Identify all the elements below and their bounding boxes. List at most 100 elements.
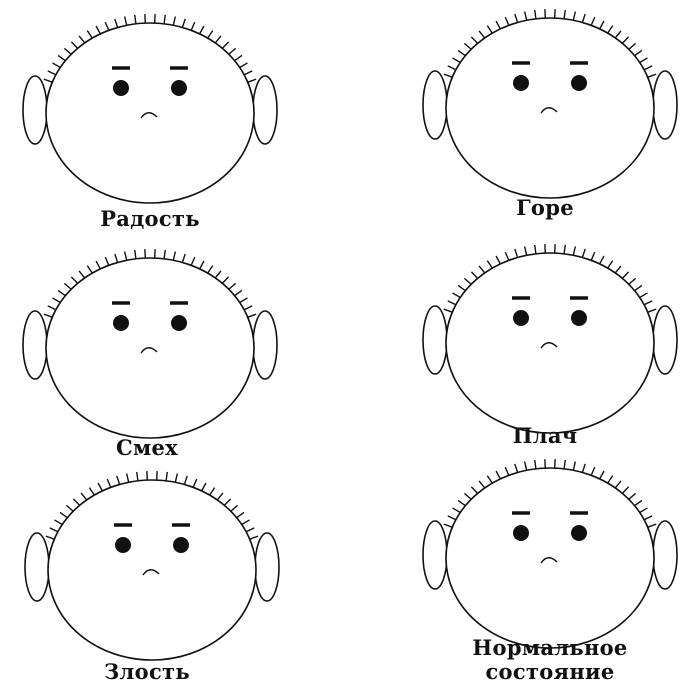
hair-stroke	[78, 35, 86, 44]
caption-smekh: Смех	[115, 435, 179, 460]
hair-stroke	[228, 47, 237, 55]
left-ear	[422, 70, 448, 140]
hair-stroke	[607, 475, 614, 484]
hair	[45, 471, 259, 540]
hair-stroke	[136, 471, 139, 481]
right-eye	[571, 75, 587, 91]
hair-stroke	[452, 292, 461, 299]
hair-stroke	[534, 459, 537, 469]
hair-stroke	[165, 471, 168, 481]
hair-stroke	[207, 30, 214, 39]
hair-stroke	[457, 284, 466, 292]
caption-normalnoe-sostoyanie: Нормальное состояние	[440, 636, 660, 684]
hair-stroke	[183, 475, 188, 485]
hair-stroke	[463, 277, 472, 285]
hair	[443, 244, 657, 313]
hair-stroke	[599, 20, 605, 30]
right-ear	[254, 532, 280, 602]
hair-stroke	[239, 62, 248, 69]
hair-stroke	[72, 498, 81, 506]
hair-stroke	[634, 284, 643, 292]
hair-stroke	[614, 480, 622, 489]
hair-stroke	[49, 527, 59, 533]
hair-stroke	[63, 282, 72, 290]
hair-stroke	[447, 300, 457, 306]
hair	[43, 249, 257, 318]
face-drawing	[422, 459, 678, 649]
hair-stroke	[123, 16, 128, 26]
right-ear	[252, 310, 278, 380]
hair-stroke	[639, 292, 648, 299]
right-ear	[652, 70, 678, 140]
hair-stroke	[223, 498, 232, 506]
hair-stroke	[216, 492, 224, 501]
hair-stroke	[463, 492, 472, 500]
right-eye	[171, 315, 187, 331]
hair-stroke	[621, 271, 630, 279]
hair-stroke	[647, 73, 657, 78]
hair-stroke	[514, 463, 519, 473]
hair-stroke	[514, 13, 519, 23]
hair-stroke	[639, 507, 648, 514]
hair-stroke	[628, 492, 637, 500]
hair-stroke	[504, 466, 510, 476]
hair-stroke	[63, 47, 72, 55]
hair-stroke	[245, 527, 255, 533]
hair-stroke	[123, 251, 128, 261]
hair-stroke	[134, 14, 137, 24]
hair	[43, 14, 257, 83]
hair-stroke	[470, 271, 479, 279]
hair-stroke	[563, 244, 566, 254]
left-eye	[513, 75, 529, 91]
hair-stroke	[190, 21, 196, 31]
hair-stroke	[452, 57, 461, 64]
hair-stroke	[647, 308, 657, 313]
hair-stroke	[236, 511, 245, 519]
hair-stroke	[470, 486, 479, 494]
left-eye	[113, 80, 129, 96]
right-eye	[171, 80, 187, 96]
hair-stroke	[523, 246, 528, 256]
hair-stroke	[192, 478, 198, 488]
hair-stroke	[599, 470, 605, 480]
hair-stroke	[486, 25, 493, 34]
hair-stroke	[504, 251, 510, 261]
right-eye	[173, 537, 189, 553]
hair-stroke	[614, 265, 622, 274]
hair-stroke	[495, 255, 501, 265]
face-radost	[20, 14, 280, 205]
hair-stroke	[174, 473, 179, 483]
hair-stroke	[621, 36, 630, 44]
mouth	[142, 569, 160, 576]
hair-stroke	[478, 265, 486, 274]
hair-stroke	[70, 41, 79, 49]
hair-stroke	[201, 482, 207, 492]
hair-stroke	[486, 475, 493, 484]
hair-stroke	[243, 305, 253, 311]
hair-stroke	[443, 523, 453, 528]
hair-stroke	[452, 507, 461, 514]
hair-stroke	[86, 265, 93, 274]
hair-stroke	[590, 16, 596, 26]
hair-stroke	[572, 461, 577, 471]
mouth	[540, 557, 558, 564]
hair-stroke	[247, 313, 257, 318]
left-ear	[422, 520, 448, 590]
hair-stroke	[95, 260, 101, 270]
face-drawing	[22, 14, 278, 204]
right-ear	[252, 75, 278, 145]
mouth	[540, 107, 558, 114]
hair-stroke	[163, 14, 166, 24]
hair-stroke	[114, 18, 119, 28]
hair-stroke	[463, 42, 472, 50]
mouth	[540, 342, 558, 349]
hair-stroke	[447, 65, 457, 71]
face-drawing	[422, 244, 678, 434]
hair-stroke	[647, 523, 657, 528]
face-drawing	[24, 471, 280, 661]
hair-stroke	[214, 35, 222, 44]
hair-stroke	[443, 308, 453, 313]
hair-stroke	[97, 482, 103, 492]
hair-stroke	[104, 21, 110, 31]
hair-stroke	[563, 459, 566, 469]
